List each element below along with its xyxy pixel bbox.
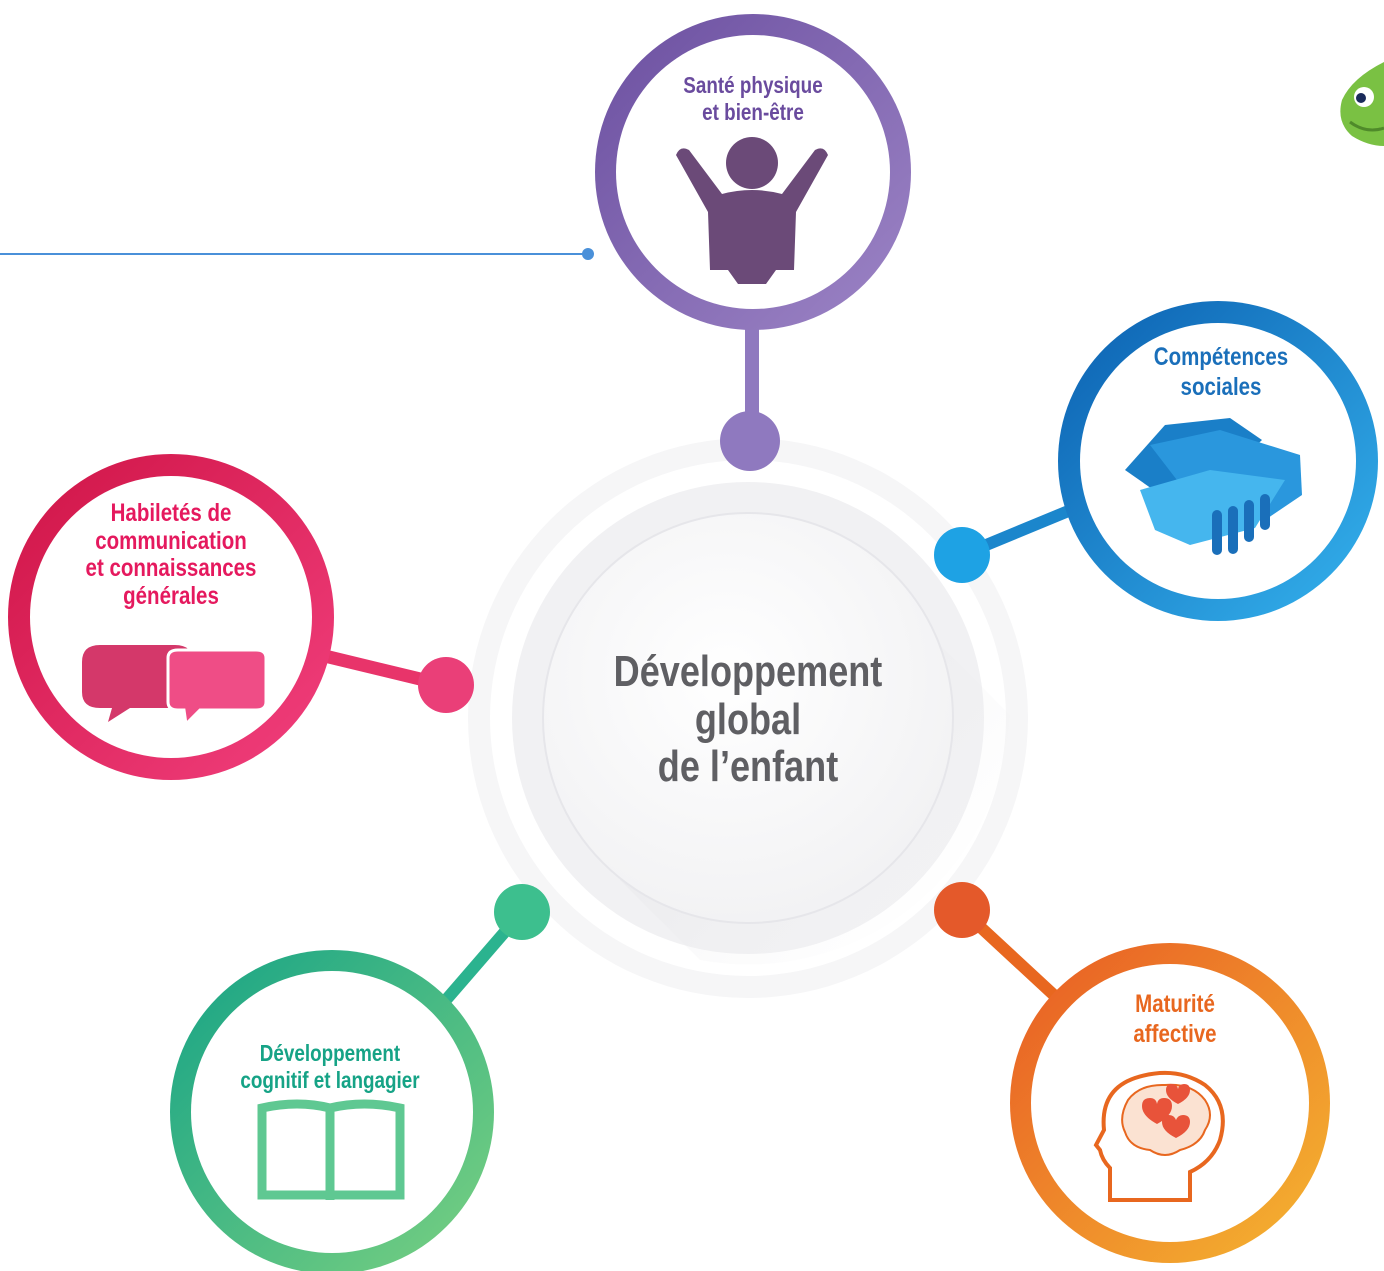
label-habiletes-line1: Habiletés de	[110, 499, 232, 527]
label-cognitif: Développement cognitif et langagier	[207, 1040, 453, 1094]
label-cognitif-line1: Développement	[259, 1040, 401, 1066]
label-habiletes: Habiletés de communication et connaissan…	[48, 499, 294, 610]
center-title-line3: de l’enfant	[657, 742, 839, 792]
label-maturite: Maturité affective	[1052, 990, 1298, 1049]
label-habiletes-line2: communication	[95, 526, 247, 555]
speech-bubbles-icon	[82, 645, 268, 728]
head-hearts-icon	[1093, 1070, 1225, 1202]
center-title-line2: global	[694, 694, 802, 744]
handshake-icon	[1125, 418, 1302, 555]
label-competences: Compétences sociales	[1098, 343, 1344, 402]
label-sante-line2: et bien-être	[702, 99, 804, 126]
label-competences-line2: sociales	[1180, 372, 1262, 401]
center-title: Développement global de l’enfant	[613, 648, 884, 791]
label-maturite-line2: affective	[1133, 1019, 1217, 1048]
label-competences-line1: Compétences	[1153, 343, 1289, 371]
label-sante-line1: Santé physique	[683, 72, 823, 98]
label-maturite-line1: Maturité	[1135, 990, 1215, 1018]
label-habiletes-line3: et connaissances	[85, 554, 257, 582]
label-habiletes-line4: générales	[123, 581, 219, 610]
open-book-icon	[257, 1099, 405, 1200]
label-cognitif-line2: cognitif et langagier	[240, 1067, 420, 1094]
header-connector-line	[0, 248, 594, 260]
central-hub	[468, 438, 1028, 998]
label-sante: Santé physique et bien-être	[630, 72, 876, 126]
child-arms-raised-icon	[676, 137, 828, 284]
center-title-line1: Développement	[613, 647, 883, 696]
mascot-logo	[1340, 62, 1384, 146]
connector-maturite	[934, 882, 1075, 1015]
